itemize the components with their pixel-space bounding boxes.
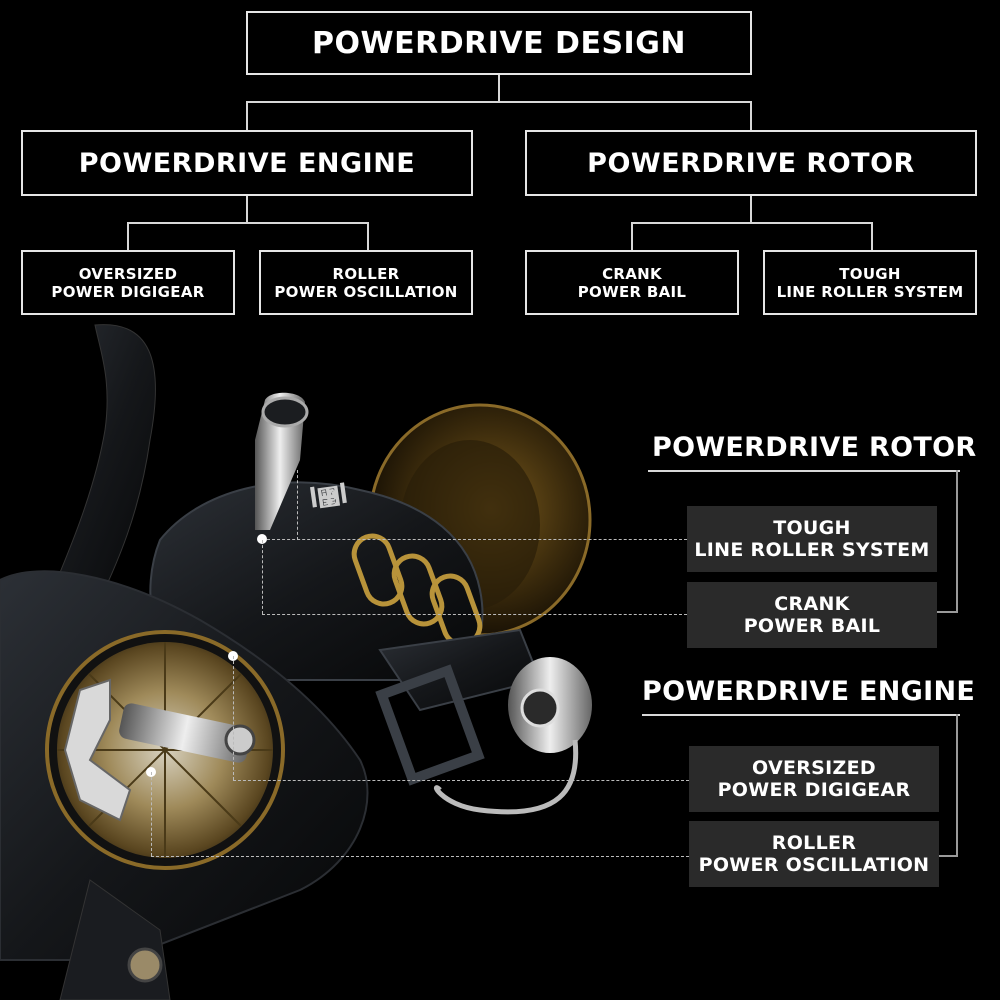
engine-node-box: POWERDRIVE ENGINE [21, 130, 473, 196]
feature-label-line: LINE ROLLER SYSTEM [694, 539, 930, 561]
feature-label-line: ROLLER [771, 832, 857, 854]
feature-label-line: POWER OSCILLATION [698, 854, 930, 876]
feature-label-line: OVERSIZED [752, 757, 876, 779]
feature-label-line: POWER BAIL [743, 615, 881, 637]
leader-line-crank [262, 614, 687, 615]
feature-label-line: TOUGH [773, 517, 851, 539]
rotor-node-label: POWERDRIVE ROTOR [587, 147, 915, 179]
leader-line-line-roller [262, 539, 687, 540]
feature-label-line: CRANK [774, 593, 850, 615]
bail-wire-icon [433, 739, 579, 815]
rotor-callout-heading: POWERDRIVE ROTOR [652, 432, 977, 463]
node-label-line: CRANK [602, 264, 662, 283]
connector-line [871, 222, 873, 251]
engine-feature-box: OVERSIZED POWER DIGIGEAR [689, 746, 939, 812]
rotor-child-box: TOUGH LINE ROLLER SYSTEM [763, 250, 977, 315]
rotor-feature-box: TOUGH LINE ROLLER SYSTEM [687, 506, 937, 572]
rotor-feature-box: CRANK POWER BAIL [687, 582, 937, 648]
leader-line-crank [262, 540, 263, 614]
node-label-line: POWER DIGIGEAR [51, 282, 205, 301]
oscillation-arm-icon [63, 678, 132, 822]
leader-line-digigear [233, 656, 234, 780]
root-node-box: POWERDRIVE DESIGN [246, 11, 752, 75]
connector-line [631, 222, 633, 251]
leader-line-oscillation [151, 856, 689, 857]
feature-label-line: POWER DIGIGEAR [717, 779, 911, 801]
leader-dot [257, 534, 267, 544]
engine-child-box: OVERSIZED POWER DIGIGEAR [21, 250, 235, 315]
connector-line [750, 196, 752, 224]
leader-line-crank [297, 470, 298, 540]
pinion-shaft-icon [119, 703, 251, 763]
bracket-line [937, 611, 958, 613]
connector-line [127, 222, 369, 224]
connector-line [367, 222, 369, 251]
heading-divider [642, 714, 960, 716]
engine-node-label: POWERDRIVE ENGINE [78, 147, 416, 179]
bracket-line [939, 855, 958, 857]
bracket-line [956, 470, 958, 613]
node-label-line: ROLLER [332, 264, 400, 283]
node-label-line: POWER OSCILLATION [274, 282, 458, 301]
leader-line-oscillation [151, 772, 152, 856]
heading-divider [648, 470, 960, 472]
connector-line [498, 75, 500, 103]
connector-line [246, 196, 248, 224]
node-label-line: TOUGH [839, 264, 901, 283]
bail-roller-icon [255, 392, 305, 530]
connector-line [631, 222, 873, 224]
connector-line [127, 222, 129, 251]
engine-feature-box: ROLLER POWER OSCILLATION [689, 821, 939, 887]
node-label-line: LINE ROLLER SYSTEM [776, 282, 964, 301]
rotor-node-box: POWERDRIVE ROTOR [525, 130, 977, 196]
rotor-child-box: CRANK POWER BAIL [525, 250, 739, 315]
leader-line-digigear [233, 780, 689, 781]
engine-child-box: ROLLER POWER OSCILLATION [259, 250, 473, 315]
connector-line [246, 101, 752, 103]
node-label-line: OVERSIZED [78, 264, 178, 283]
root-node-label: POWERDRIVE DESIGN [312, 25, 686, 61]
connector-line [750, 101, 752, 132]
connector-line [246, 101, 248, 132]
engine-callout-heading: POWERDRIVE ENGINE [642, 676, 976, 707]
bracket-line [956, 714, 958, 857]
brand-logo-icon: ꟾ꟣ꟾ [308, 483, 350, 514]
node-label-line: POWER BAIL [577, 282, 687, 301]
spinning-reel-illustration: ꟾ꟣ꟾ [0, 324, 592, 1000]
